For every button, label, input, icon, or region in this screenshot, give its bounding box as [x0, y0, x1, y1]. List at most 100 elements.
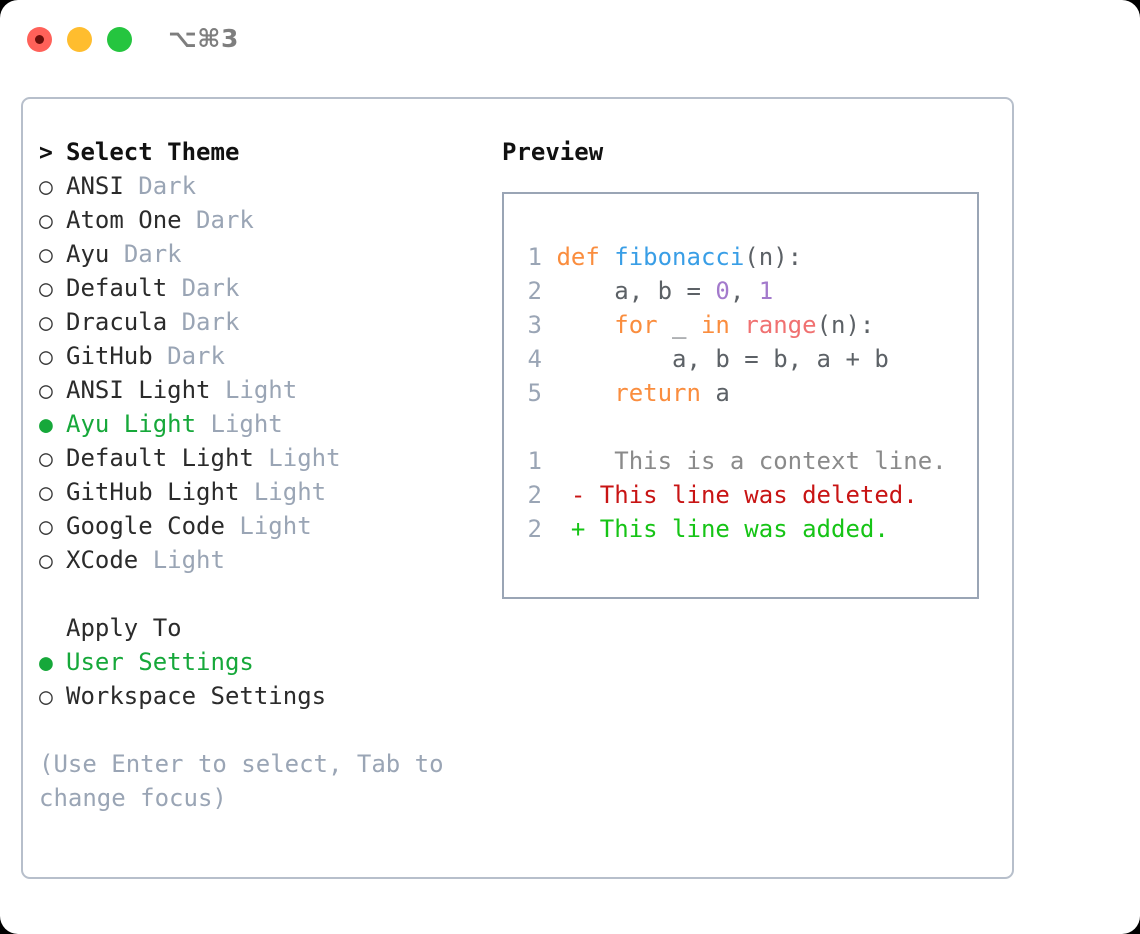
theme-list-item[interactable]: ○Ayu Dark [39, 237, 479, 271]
code-token [556, 379, 614, 407]
code-line-number: 3 [527, 311, 542, 339]
apply-to-list: ●User Settings ○ Workspace Settings [39, 645, 479, 713]
code-token: a, b = [556, 277, 716, 305]
theme-variant-label: Light [210, 410, 283, 438]
theme-list-item[interactable]: ○GitHub Dark [39, 339, 479, 373]
diff-line: 2 - This line was deleted. [512, 478, 971, 512]
radio-selected-icon: ● [39, 412, 53, 438]
apply-to-label: User Settings [66, 648, 254, 676]
code-line-number: 5 [527, 379, 542, 407]
theme-list-item[interactable]: ○ XCode Light [39, 543, 479, 577]
code-token: 0 [715, 277, 730, 305]
code-line-number: 2 [527, 277, 542, 305]
theme-list-item[interactable]: ○ Dracula Dark [39, 305, 479, 339]
theme-variant-label: Dark [196, 206, 254, 234]
theme-variant-label: Dark [167, 342, 225, 370]
code-token: 1 [758, 277, 774, 305]
code-token: for [614, 311, 658, 339]
code-token: in [700, 311, 730, 339]
theme-list-item[interactable]: ○Atom One Dark [39, 203, 479, 237]
theme-list: ○ANSI Dark○Atom One Dark○Ayu Dark○Defaul… [39, 169, 479, 577]
theme-name-label: ANSI Light [66, 376, 211, 404]
theme-selection-column: >Select Theme ○ANSI Dark○Atom One Dark○A… [39, 135, 479, 815]
theme-list-item[interactable]: ○ Google Code Light [39, 509, 479, 543]
code-line-number: 1 [527, 243, 542, 271]
select-theme-heading: > Select Theme [39, 135, 479, 169]
code-token: a [700, 379, 730, 407]
code-line-number: 4 [527, 345, 542, 373]
code-token [556, 311, 614, 339]
theme-variant-label: Light [239, 512, 312, 540]
code-token: _ [657, 311, 701, 339]
diff-line-number: 2 [527, 515, 542, 543]
diff-line: 1 This is a context line. [512, 444, 971, 478]
maximize-window-button[interactable] [107, 27, 132, 52]
theme-list-item[interactable]: ○ANSI Dark [39, 169, 479, 203]
radio-unselected-icon: ○ [39, 276, 53, 302]
code-token: (n): [744, 243, 803, 271]
code-line: 3 for _ in range(n): [512, 308, 971, 342]
diff-text: This is a context line. [585, 447, 947, 475]
code-diff-separator [512, 410, 971, 444]
theme-name-label: Ayu [66, 240, 110, 268]
apply-to-heading: ○Apply To [39, 611, 479, 645]
apply-to-label: Workspace Settings [66, 682, 327, 710]
theme-variant-label: Dark [181, 308, 240, 336]
theme-variant-label: Dark [138, 172, 197, 200]
theme-list-item[interactable]: ○ Default Light Light [39, 441, 479, 475]
code-token: range [744, 311, 817, 339]
radio-unselected-icon: ○ [39, 514, 53, 540]
code-sample: 1 def fibonacci(n): 2 a, b = 0, 1 3 for _ … [512, 240, 971, 546]
theme-name-label: Default Light [66, 444, 254, 472]
diff-line-number: 1 [527, 447, 542, 475]
apply-to-section: ○Apply To ●User Settings○Workspace Setti… [39, 611, 479, 713]
preview-heading: Preview [502, 138, 604, 166]
minimize-window-button[interactable] [67, 27, 92, 52]
select-theme-heading-label: Select Theme [66, 138, 240, 166]
code-line: 5 return a [512, 376, 971, 410]
code-token: fibonacci [614, 243, 745, 271]
radio-unselected-icon: ○ [39, 480, 53, 506]
theme-name-label: Atom One [66, 206, 182, 234]
code-token: , [729, 277, 759, 305]
radio-unselected-icon: ○ [39, 684, 53, 710]
radio-unselected-icon: ○ [39, 378, 53, 404]
diff-line-number: 2 [527, 481, 542, 509]
code-token [730, 311, 744, 339]
theme-variant-label: Light [224, 376, 298, 404]
theme-list-item[interactable]: ○ GitHub Light Light [39, 475, 479, 509]
close-window-button[interactable] [27, 27, 52, 52]
theme-name-label: Ayu Light [66, 410, 197, 438]
diff-text: This line was deleted. [585, 481, 918, 509]
preview-box: 1 def fibonacci(n): 2 a, b = 0, 1 3 for _ … [502, 192, 979, 599]
radio-unselected-icon: ○ [39, 242, 53, 268]
code-line: 1 def fibonacci(n): [512, 240, 971, 274]
theme-name-label: GitHub Light [66, 478, 240, 506]
keyboard-hint: (Use Enter to select, Tab to change focu… [39, 750, 444, 812]
theme-variant-label: Light [152, 546, 225, 574]
content-panel: >Select Theme ○ANSI Dark○Atom One Dark○A… [21, 97, 1014, 879]
apply-to-heading-label: Apply To [66, 614, 182, 642]
theme-name-label: Default [66, 274, 168, 302]
theme-list-item[interactable]: ○ Default Dark [39, 271, 479, 305]
diff-sign: - [570, 481, 586, 509]
theme-variant-label: Light [268, 444, 341, 472]
apply-to-item[interactable]: ●User Settings [39, 645, 479, 679]
apply-to-item[interactable]: ○ Workspace Settings [39, 679, 479, 713]
code-token: return [614, 379, 701, 407]
theme-list-item[interactable]: ○ ANSI Light Light [39, 373, 479, 407]
theme-variant-label: Light [253, 478, 327, 506]
theme-name-label: Dracula [66, 308, 168, 336]
radio-unselected-icon: ○ [39, 446, 53, 472]
radio-unselected-icon: ○ [39, 174, 53, 200]
theme-variant-label: Dark [181, 274, 240, 302]
blank-marker-icon: ○ [39, 612, 66, 646]
radio-unselected-icon: ○ [39, 310, 53, 336]
theme-list-item[interactable]: ● Ayu Light Light [39, 407, 479, 441]
theme-name-label: XCode [66, 546, 139, 574]
code-token: (n): [816, 311, 875, 339]
prompt-caret-icon: > [39, 140, 53, 166]
theme-name-label: Google Code [66, 512, 225, 540]
radio-unselected-icon: ○ [39, 548, 53, 574]
